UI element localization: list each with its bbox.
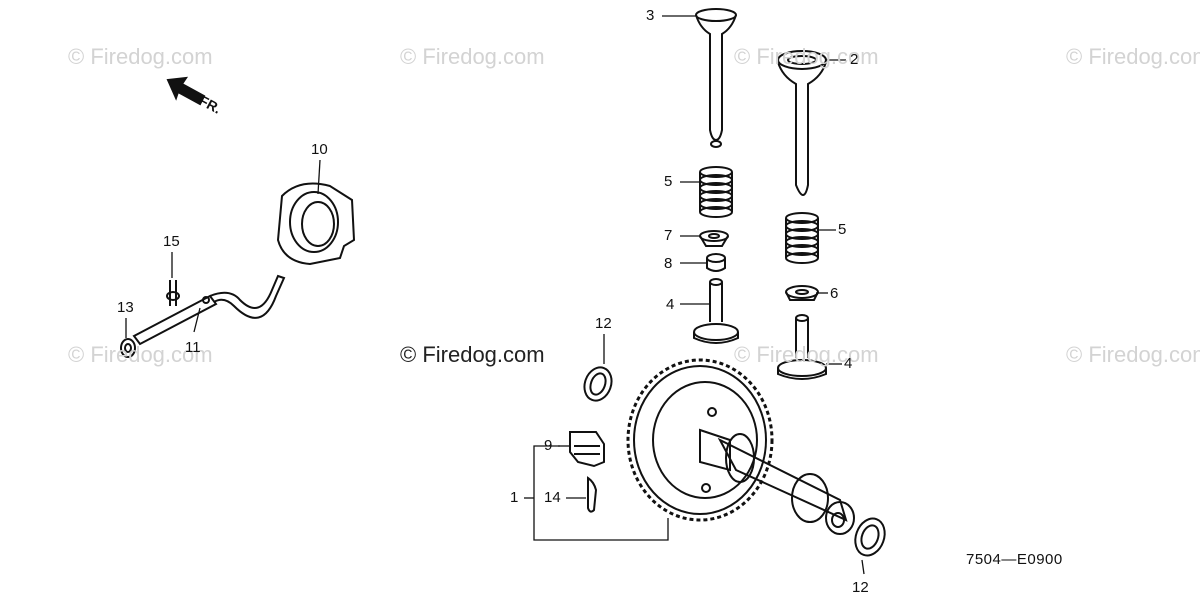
- callout-label: 10: [311, 141, 328, 158]
- retainer-part-7: [699, 230, 729, 247]
- washer-part-12-left: [583, 366, 613, 402]
- callout-label: 7: [664, 227, 673, 244]
- callout-label: 15: [163, 233, 180, 250]
- guide-part-10: [276, 182, 356, 266]
- callout-label: 2: [850, 51, 859, 68]
- callout-label: 4: [844, 355, 853, 372]
- watermark: © Firedog.com: [734, 44, 879, 69]
- callout-label: 5: [664, 173, 673, 190]
- watermark: © Firedog.com: [68, 44, 213, 69]
- camshaft-part-1: [626, 358, 855, 535]
- watermark: © Firedog.com: [1066, 44, 1200, 69]
- diagram-code: 7504—E0900: [966, 551, 1063, 568]
- weight-part-9: [569, 431, 605, 468]
- retainer-part-6: [785, 285, 819, 301]
- tappet-part-4-left: [693, 278, 739, 344]
- valve-spring-right: [785, 212, 819, 264]
- callout-label: 9: [544, 437, 553, 454]
- valve-spring-left: [699, 166, 733, 218]
- callout-label: 12: [595, 315, 612, 332]
- watermark: © Firedog.com: [734, 342, 879, 367]
- watermark: © Firedog.com: [400, 44, 545, 69]
- clip-part-15: [166, 280, 180, 306]
- lever-part-11: [132, 274, 286, 346]
- nut-part-13: [120, 338, 136, 358]
- callout-label: 3: [646, 7, 655, 24]
- seal-part-8: [706, 253, 726, 272]
- front-direction-arrow: [166, 76, 206, 106]
- callout-label: 8: [664, 255, 673, 272]
- callout-label: 14: [544, 489, 561, 506]
- watermark: © Firedog.com: [1066, 342, 1200, 367]
- callout-label: 13: [117, 299, 134, 316]
- main-watermark: © Firedog.com: [400, 342, 545, 367]
- tappet-part-4-right: [777, 314, 827, 380]
- callout-label: 11: [185, 339, 201, 356]
- valve-part-2: [777, 50, 827, 197]
- callout-label: 1: [510, 489, 519, 506]
- valve-part-3: [695, 8, 737, 148]
- callout-label: 12: [852, 579, 869, 596]
- callout-label: 5: [838, 221, 847, 238]
- pin-part-14: [587, 476, 598, 513]
- callout-label: 6: [830, 285, 839, 302]
- watermark: © Firedog.com: [68, 342, 213, 367]
- callout-label: 4: [666, 296, 675, 313]
- washer-part-12-right: [854, 517, 886, 557]
